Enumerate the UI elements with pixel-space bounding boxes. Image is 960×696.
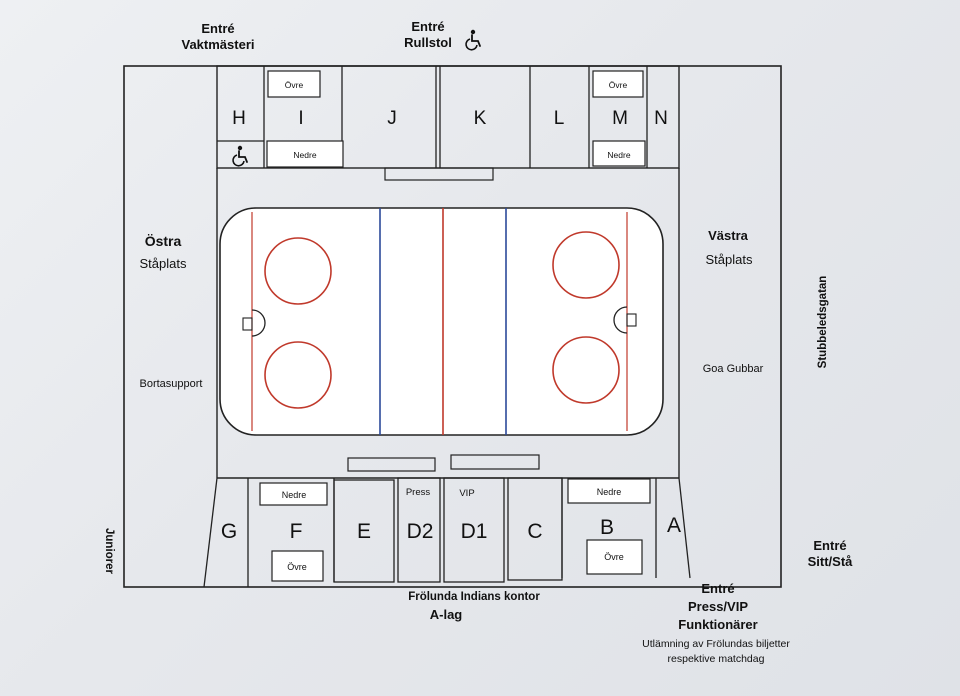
goa-gubbar-label: Goa Gubbar xyxy=(703,363,764,375)
entrance-vaktmasteri-line1: Entré xyxy=(201,21,234,36)
entrance-rullstol-line1: Entré xyxy=(411,19,444,34)
section-f-nedre-box xyxy=(259,482,328,506)
section-j: J xyxy=(387,108,397,129)
section-i-nedre-box xyxy=(266,140,344,168)
m-nedre-label: Nedre xyxy=(607,150,630,160)
section-n: N xyxy=(654,108,668,129)
f-nedre-label: Nedre xyxy=(282,490,307,500)
entrance-press-line1: Entré xyxy=(701,581,734,596)
section-i: I xyxy=(298,108,303,129)
section-i-ovre-box xyxy=(267,70,321,98)
office-line2: A-lag xyxy=(430,607,463,622)
i-nedre-label: Nedre xyxy=(293,150,316,160)
section-d1: D1 xyxy=(461,520,488,543)
section-b-ovre-box xyxy=(586,539,643,575)
stubbeledsgatan-label: Stubbeledsgatan xyxy=(817,276,829,369)
d1-vip-label: VIP xyxy=(459,488,474,499)
ticket-note-line1: Utlämning av Frölundas biljetter xyxy=(642,638,790,650)
wheelchair-icon xyxy=(232,144,248,167)
b-ovre-label: Övre xyxy=(604,552,624,562)
vastra-title: Västra xyxy=(708,228,749,243)
bortasupport-label: Bortasupport xyxy=(140,378,203,390)
section-c: C xyxy=(527,520,542,543)
section-h: H xyxy=(232,108,246,129)
section-m-nedre-box xyxy=(592,140,646,167)
section-f: F xyxy=(290,520,303,543)
section-f-ovre-box xyxy=(271,550,324,582)
entrance-vaktmasteri-line2: Vaktmästeri xyxy=(182,37,255,52)
section-k: K xyxy=(474,108,487,129)
i-ovre-label: Övre xyxy=(285,80,304,90)
section-e: E xyxy=(357,520,371,543)
entrance-sitt-sta-line1: Entré xyxy=(813,538,846,553)
bench-bottom-left xyxy=(347,457,436,472)
section-b-nedre-box xyxy=(567,478,651,504)
bench-bottom-right xyxy=(450,454,540,470)
entrance-rullstol-line2: Rullstol xyxy=(404,35,452,50)
section-d2: D2 xyxy=(407,520,434,543)
section-m: M xyxy=(612,108,628,129)
wheelchair-icon xyxy=(465,28,481,51)
ostra-title: Östra xyxy=(145,233,182,249)
entrance-press-line2: Press/VIP xyxy=(688,599,748,614)
bench-top xyxy=(384,167,494,181)
ice-rink xyxy=(219,207,664,436)
m-ovre-label: Övre xyxy=(609,80,628,90)
b-nedre-label: Nedre xyxy=(597,487,622,497)
section-l: L xyxy=(554,108,565,129)
juniorer-label: Juniorer xyxy=(103,528,115,575)
section-a: A xyxy=(667,514,681,537)
ostra-subtitle: Ståplats xyxy=(140,256,187,271)
section-g: G xyxy=(221,520,237,543)
section-e-box xyxy=(333,479,395,583)
ticket-note-line2: respektive matchdag xyxy=(668,653,765,665)
d2-press-label: Press xyxy=(406,487,431,498)
entrance-press-line3: Funktionärer xyxy=(678,617,757,632)
vastra-subtitle: Ståplats xyxy=(706,252,753,267)
entrance-sitt-sta-line2: Sitt/Stå xyxy=(808,554,854,569)
section-d1-box xyxy=(443,477,505,583)
section-d2-box xyxy=(397,477,441,583)
office-line1: Frölunda Indians kontor xyxy=(408,591,540,603)
section-b: B xyxy=(600,516,614,539)
section-m-ovre-box xyxy=(592,70,644,98)
f-ovre-label: Övre xyxy=(287,562,307,572)
